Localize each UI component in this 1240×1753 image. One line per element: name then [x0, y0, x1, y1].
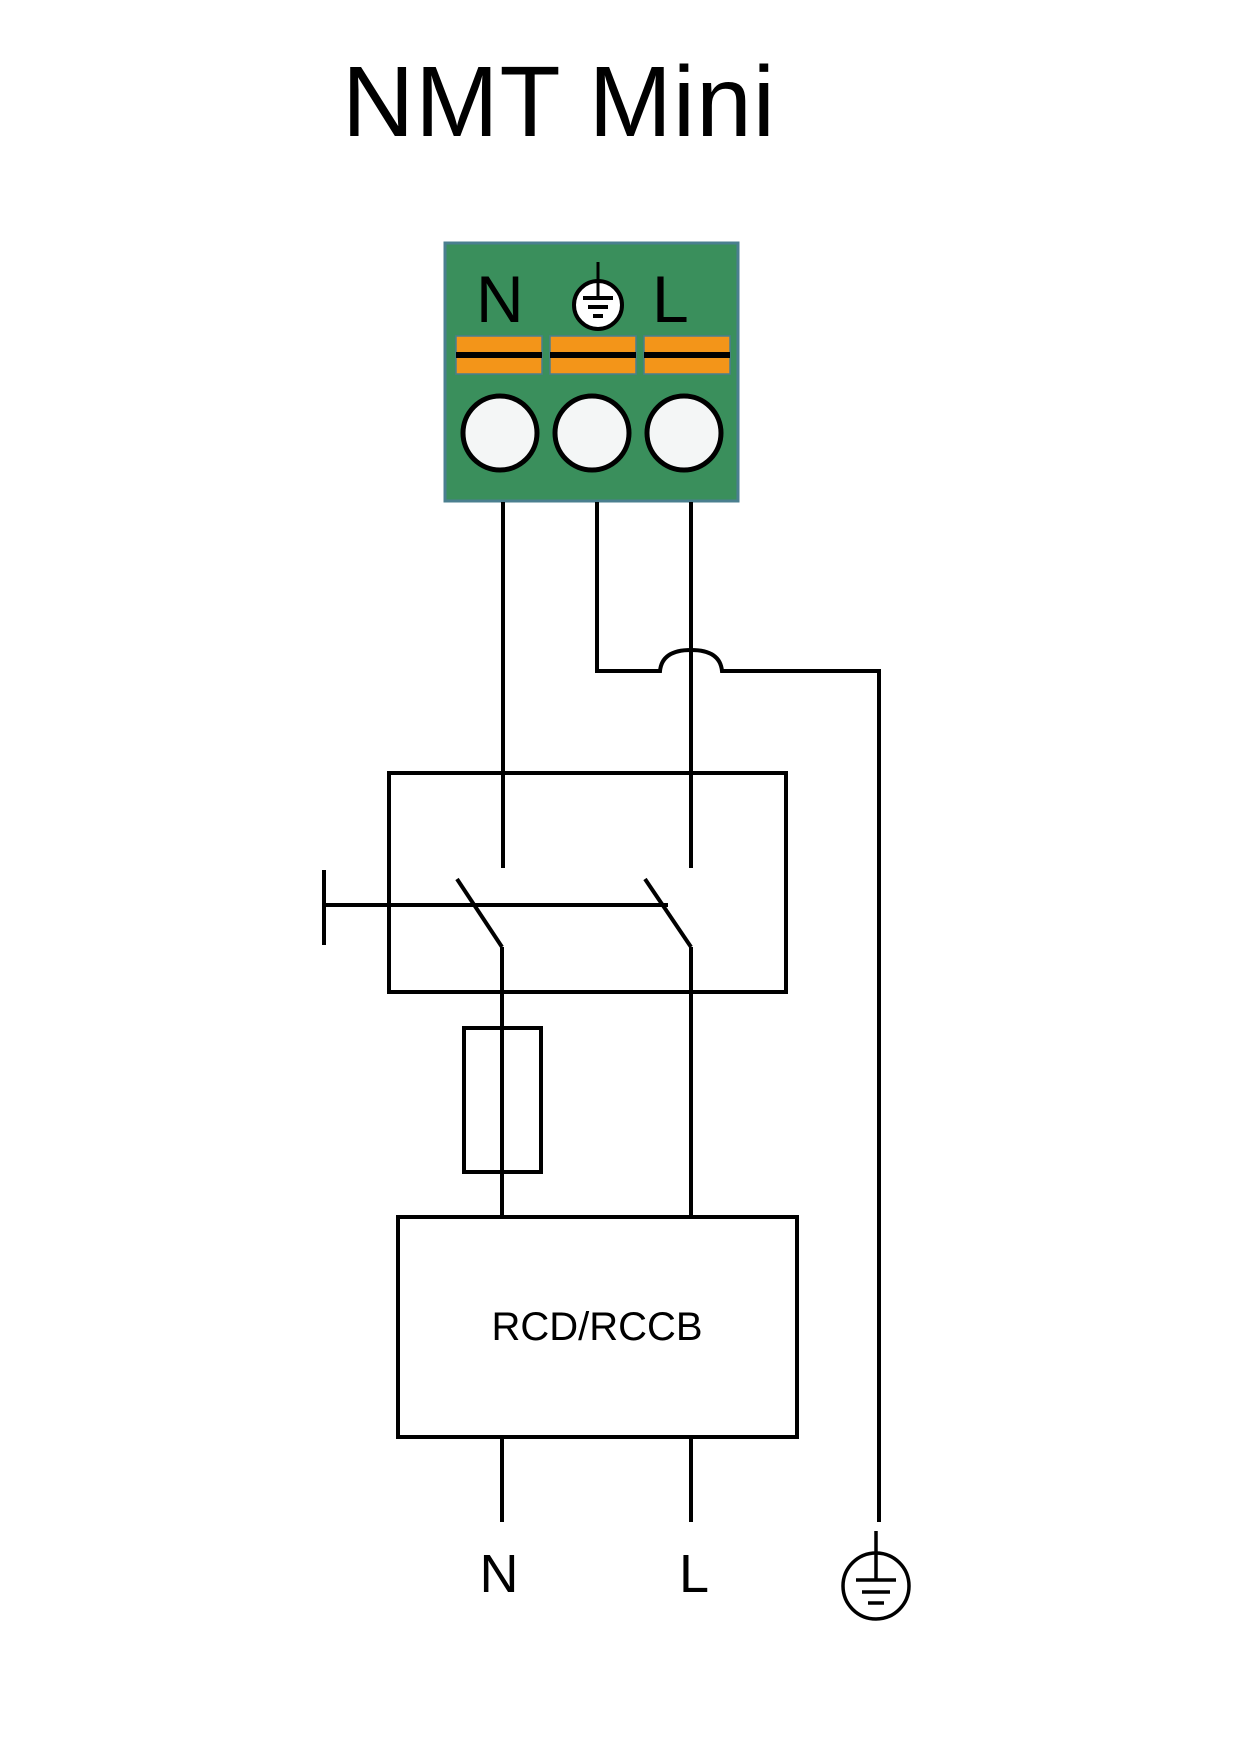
output-label-live: L — [679, 1544, 709, 1604]
rcd-label: RCD/RCCB — [491, 1305, 702, 1349]
screw-neutral — [460, 393, 540, 473]
protective-earth-icon — [572, 262, 624, 331]
screw-live — [644, 393, 724, 473]
fuse — [462, 1026, 543, 1174]
output-label-neutral: N — [480, 1544, 519, 1604]
clamp-live — [643, 335, 731, 375]
terminal-block: N L — [443, 241, 740, 503]
terminal-label-live: L — [652, 262, 689, 336]
clamp-neutral — [455, 335, 543, 375]
switch-blade-live — [643, 877, 693, 949]
breaker-enclosure — [387, 771, 788, 994]
switch-blade-neutral — [455, 877, 504, 949]
page-title: NMT Mini — [342, 46, 776, 158]
screw-earth — [552, 393, 632, 473]
protective-earth-icon — [841, 1531, 911, 1621]
rcd-box — [396, 1215, 799, 1439]
terminal-label-neutral: N — [476, 262, 524, 336]
clamp-earth — [549, 335, 637, 375]
wire-earth — [595, 502, 881, 1522]
double-pole-switch — [322, 870, 693, 949]
